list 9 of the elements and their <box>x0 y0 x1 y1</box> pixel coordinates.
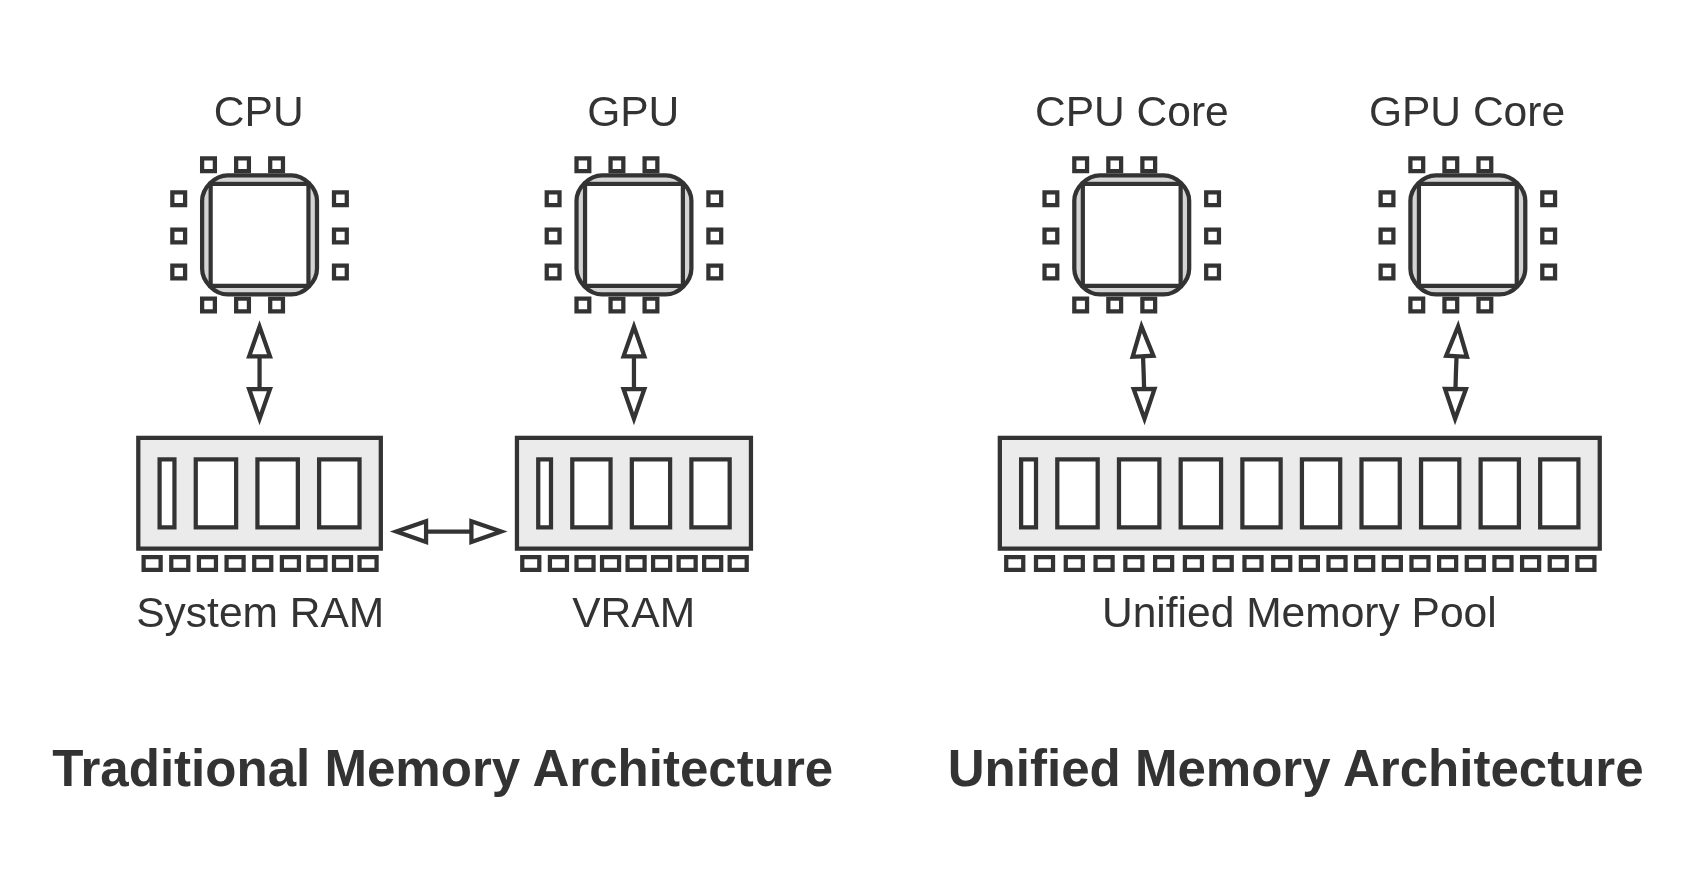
node-label: CPU <box>213 86 304 135</box>
node-label: Unified Memory Pool <box>1101 587 1497 636</box>
label: Unified Memory Architecture <box>947 739 1644 797</box>
node-label: GPU Core <box>1368 86 1566 135</box>
node-label: GPU <box>587 86 680 135</box>
node-label: System RAM <box>136 587 385 636</box>
node-label: CPU Core <box>1034 86 1229 135</box>
node-label: VRAM <box>572 587 696 636</box>
label: Traditional Memory Architecture <box>52 739 834 797</box>
